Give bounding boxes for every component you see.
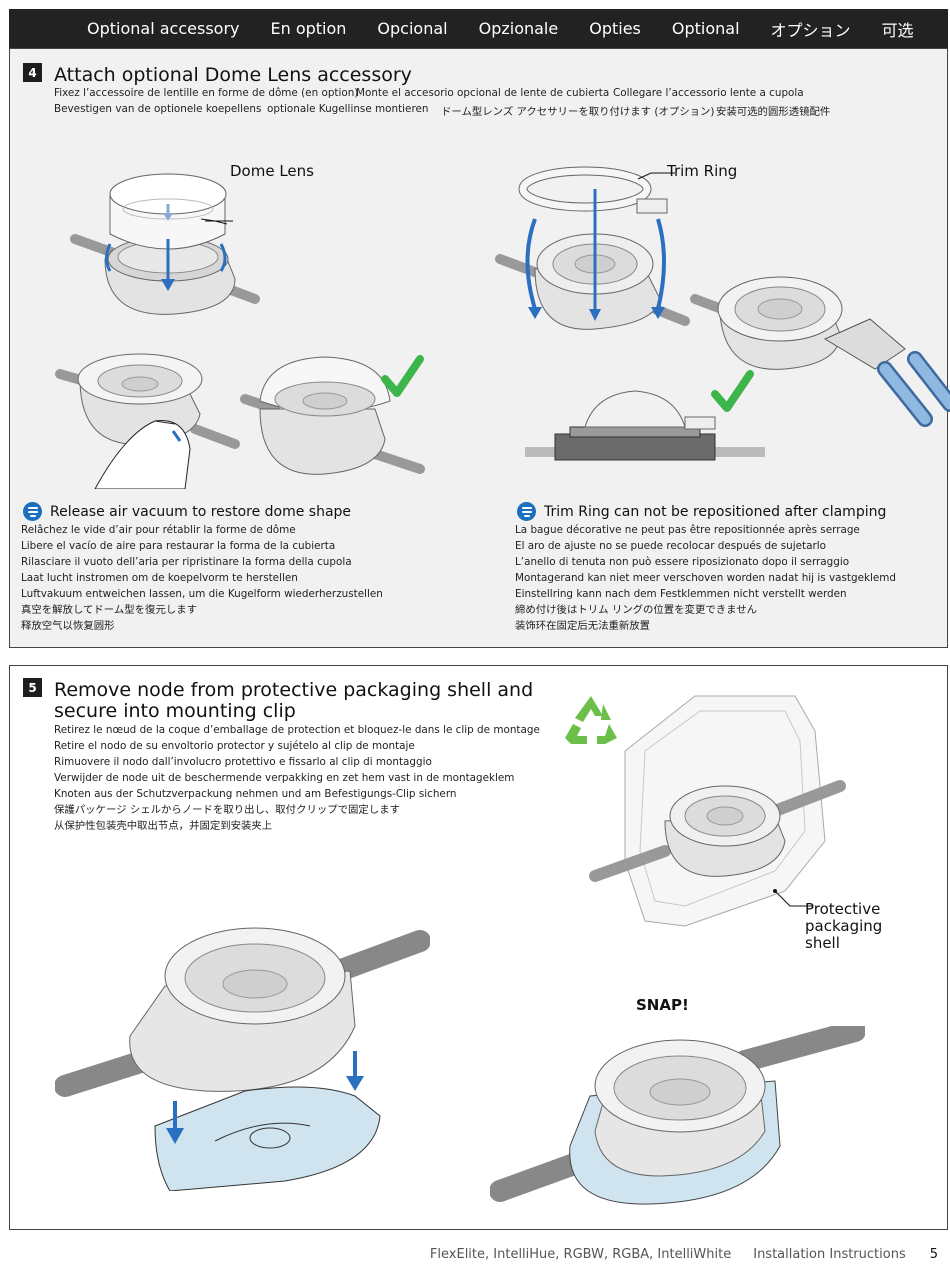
callout-protective-shell: Protective packaging shell [805, 901, 882, 952]
lang-label-fr: En option [270, 19, 347, 38]
snap-label: SNAP! [636, 996, 689, 1014]
note-line: La bague décorative ne peut pas être rep… [515, 524, 860, 536]
note-trim-ring-heading: Trim Ring can not be repositioned after … [517, 502, 886, 521]
step-subtitle-it: Collegare l’accessorio lente a cupola [613, 87, 804, 99]
step-subtitle-nl: Bevestigen van de optionele koepellens [54, 103, 262, 115]
step-5-panel: 5 Remove node from protective packaging … [9, 665, 948, 1230]
step-subtitle-de: Knoten aus der Schutzverpackung nehmen u… [54, 788, 457, 800]
note-line: 装饰环在固定后无法重新放置 [515, 620, 651, 632]
step-title: Attach optional Dome Lens accessory [54, 64, 412, 86]
note-release-vacuum-heading: Release air vacuum to restore dome shape [23, 502, 351, 521]
node-secured-in-clip-illustration [490, 1026, 865, 1205]
callout-line: Protective [805, 900, 881, 918]
dome-lens-attach-illustration [70, 173, 260, 315]
step-subtitle-zh: 安装可选的圆形透镜配件 [716, 106, 831, 118]
note-release-vacuum-translations: Relâchez le vide d’air pour rétablir la … [21, 522, 383, 634]
note-line: Laat lucht instromen om de koepelvorm te… [21, 572, 298, 584]
step-subtitle-fr: Fixez l’accessoire de lentille en forme … [54, 87, 359, 99]
note-line: Rilasciare il vuoto dell’aria per ripris… [21, 556, 352, 568]
note-line: Luftvakuum entweichen lassen, um die Kug… [21, 588, 383, 600]
step-subtitle-zh: 从保护性包装壳中取出节点，并固定到安装夹上 [54, 820, 273, 832]
step-subtitle-nl: Verwijder de node uit de beschermende ve… [54, 772, 515, 784]
note-line: 释放空气以恢复圆形 [21, 620, 115, 632]
packaging-shell-illustration [589, 695, 846, 927]
callout-trim-ring: Trim Ring [667, 162, 738, 180]
page-number: 5 [929, 1247, 938, 1262]
note-line: Einstellring kann nach dem Festklemmen n… [515, 588, 847, 600]
note-line: El aro de ajuste no se puede recolocar d… [515, 540, 826, 552]
clamped-trim-ring-side-illustration [525, 370, 765, 461]
lang-label-zh: 可选 [881, 20, 914, 40]
step-subtitles: Retirez le nœud de la coque d’emballage … [54, 722, 540, 834]
note-line: Montagerand kan niet meer verschoven wor… [515, 572, 896, 584]
footer-products: FlexElite, IntelliHue, RGBW, RGBA, Intel… [429, 1247, 732, 1262]
lang-label-it: Opzionale [478, 19, 559, 38]
note-icon [23, 502, 42, 521]
step-subtitle-de: optionale Kugellinse montieren [267, 103, 429, 115]
checkmark-icon [711, 370, 754, 412]
note-icon [517, 502, 536, 521]
note-heading-text: Release air vacuum to restore dome shape [50, 503, 352, 520]
lang-label-nl: Opties [589, 19, 641, 38]
lang-label-en: Optional accessory [87, 19, 240, 38]
step-subtitle-it: Rimuovere il nodo dall’involucro protett… [54, 756, 432, 768]
step-subtitle-ja: ドーム型レンズ アクセサリーを取り付けます (オプション) [441, 106, 715, 118]
callout-line: packaging [805, 917, 883, 935]
lang-label-ja: オプション [770, 20, 851, 40]
release-vacuum-illustration [55, 353, 425, 489]
step-subtitle-es: Monte el accesorio opcional de lente de … [356, 87, 610, 99]
step-subtitle-ja: 保護パッケージ シェルからノードを取り出し、取付クリップで固定します [54, 804, 400, 816]
note-line: Relâchez le vide d’air pour rétablir la … [21, 524, 296, 536]
checkmark-icon [381, 355, 424, 397]
step-number-badge: 4 [23, 63, 42, 82]
note-line: 真空を解放してドーム型を復元します [21, 604, 198, 616]
note-line: L’anello di tenuta non può essere riposi… [515, 556, 850, 568]
note-trim-ring-translations: La bague décorative ne peut pas être rep… [515, 522, 896, 634]
note-line: Libere el vacío de aire para restaurar l… [21, 540, 336, 552]
step-subtitle-fr: Retirez le nœud de la coque d’emballage … [54, 724, 540, 736]
footer-doc-title: Installation Instructions [753, 1247, 906, 1262]
note-heading-text: Trim Ring can not be repositioned after … [544, 503, 887, 520]
step-4-panel: 4 Attach optional Dome Lens accessory Fi… [9, 48, 950, 648]
note-line: 締め付け後はトリム リングの位置を変更できません [515, 604, 757, 616]
page-footer: FlexElite, IntelliHue, RGBW, RGBA, Intel… [0, 1247, 950, 1262]
callout-dome-lens: Dome Lens [230, 162, 314, 180]
lang-label-de: Optional [671, 19, 740, 38]
trim-ring-attach-illustration [495, 166, 950, 427]
step-number-badge: 5 [23, 678, 42, 697]
recycle-icon [565, 696, 617, 744]
node-remove-from-clip-illustration [55, 927, 430, 1191]
lang-label-es: Opcional [377, 19, 448, 38]
callout-line: shell [805, 934, 840, 952]
step-title-line2: secure into mounting clip [54, 700, 296, 722]
language-bar: Optional accessory En option Opcional Op… [9, 9, 948, 48]
step-title-line1: Remove node from protective packaging sh… [54, 679, 534, 701]
step-subtitle-es: Retire el nodo de su envoltorio protecto… [54, 740, 415, 752]
